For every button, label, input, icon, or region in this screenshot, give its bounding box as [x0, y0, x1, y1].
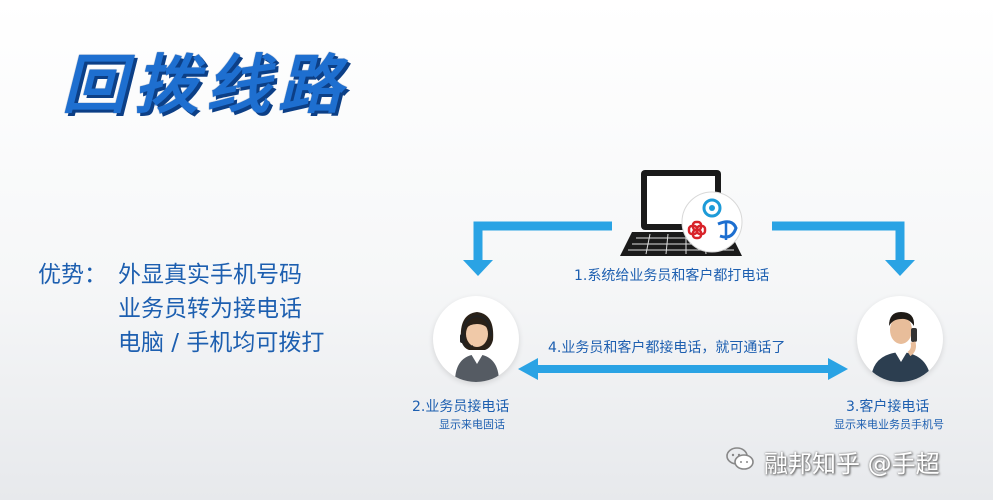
advantage-row: 业务员转为接电话 [38, 292, 324, 326]
customer-avatar [857, 296, 943, 382]
step1-caption: 1.系统给业务员和客户都打电话 [574, 268, 770, 284]
advantage-item: 电脑 / 手机均可拨打 [118, 330, 325, 356]
advantage-row: 优势： 外显真实手机号码 [38, 258, 324, 292]
watermark-text: 融邦知乎 @手超 [764, 450, 940, 478]
arrow-to-salesperson [473, 221, 612, 262]
step3-caption: 3.客户接电话 [846, 399, 930, 415]
step2-subcaption: 显示来电固话 [439, 418, 505, 431]
wechat-icon [726, 447, 754, 470]
arrow-head-left [463, 260, 493, 276]
advantage-row: 电脑 / 手机均可拨打 [38, 326, 324, 360]
advantages-block: 优势： 外显真实手机号码 业务员转为接电话 电脑 / 手机均可拨打 [38, 258, 324, 360]
step2-caption: 2.业务员接电话 [412, 399, 510, 415]
advantages-label: 优势： [38, 262, 107, 288]
watermark: 融邦知乎 @手超 [726, 442, 976, 478]
arrow-head-right [885, 260, 915, 276]
salesperson-avatar [433, 296, 519, 382]
step3-subcaption: 显示来电业务员手机号 [834, 418, 944, 431]
headset-agent-icon [455, 312, 499, 382]
advantage-item: 外显真实手机号码 [118, 262, 302, 288]
step4-caption: 4.业务员和客户都接电话，就可通话了 [548, 340, 786, 356]
page-title: 回拨线路 [62, 49, 350, 123]
arrow-head-west [518, 358, 538, 380]
advantage-item: 业务员转为接电话 [118, 296, 302, 322]
arrow-to-customer [772, 221, 905, 262]
arrow-head-east [828, 358, 848, 380]
carrier-logos-icon [681, 191, 743, 253]
phone-customer-icon [871, 312, 931, 382]
